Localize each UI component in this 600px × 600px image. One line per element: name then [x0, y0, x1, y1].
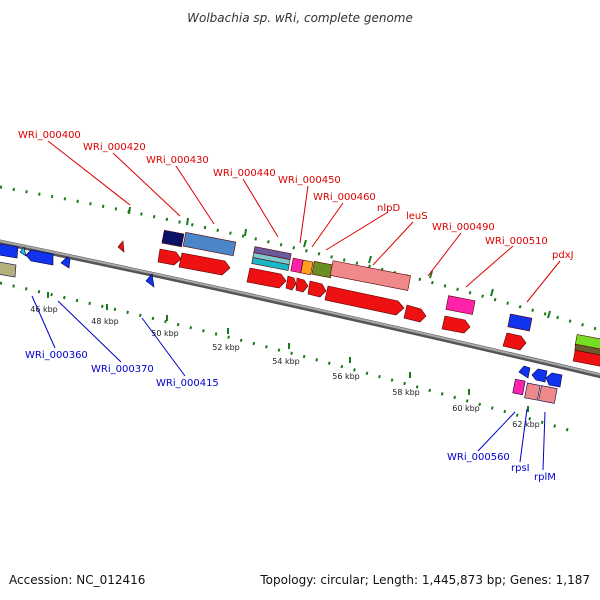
scale-label: 54 kbp [272, 357, 300, 366]
gene-forward [251, 257, 290, 271]
gene-label-leus[interactable]: leuS [406, 211, 428, 222]
gene-label-wri-000450[interactable]: WRi_000450 [278, 175, 341, 186]
gene-forward [285, 275, 297, 291]
reverse-label-connectors [31, 295, 546, 471]
gene-reverse [531, 368, 548, 383]
gene-reverse [60, 256, 71, 269]
gene-label-wri-000440[interactable]: WRi_000440 [213, 168, 276, 179]
gene-forward [403, 304, 427, 323]
gene-reverse [19, 246, 27, 257]
gene-label-wri-000490[interactable]: WRi_000490 [432, 222, 495, 233]
gene-label-rplm[interactable]: rplM [534, 472, 556, 483]
gene-reverse [0, 243, 19, 259]
scale-label: 50 kbp [151, 329, 179, 338]
gene-label-wri-000510[interactable]: WRi_000510 [485, 236, 548, 247]
gene-forward [329, 260, 411, 291]
gene-reverse [25, 249, 54, 266]
forward-gene-labels: WRi_000400 WRi_000420 WRi_000430 WRi_000… [18, 130, 574, 261]
map-title: Wolbachia sp. wRi, complete genome [187, 11, 413, 25]
gene-forward [182, 232, 237, 257]
gene-forward [445, 295, 476, 315]
scale-label: 52 kbp [212, 343, 240, 352]
gene-reverse [145, 273, 155, 288]
scale-label: 60 kbp [452, 404, 480, 413]
outer-major-ticks [128, 206, 551, 319]
scale-label: 56 kbp [332, 372, 360, 381]
scale-label: 46 kbp [30, 305, 58, 314]
gene-label-wri-000360[interactable]: WRi_000360 [25, 350, 88, 361]
gene-label-wri-000420[interactable]: WRi_000420 [83, 142, 146, 153]
reverse-gene-labels: WRi_000360 WRi_000370 WRi_000415 WRi_000… [25, 350, 556, 483]
forward-label-connectors [47, 140, 561, 303]
gene-reverse [538, 385, 558, 404]
gene-forward [117, 240, 125, 253]
gene-label-wri-000560[interactable]: WRi_000560 [447, 452, 510, 463]
scale-labels: 46 kbp 48 kbp 50 kbp 52 kbp 54 kbp 56 kb… [30, 305, 540, 429]
gene-label-rpsi[interactable]: rpsI [511, 463, 530, 474]
gene-reverse [524, 382, 541, 401]
gene-forward [307, 280, 327, 298]
gene-forward [572, 349, 600, 368]
reverse-genes [0, 243, 563, 404]
inner-scale-track [0, 281, 576, 434]
scale-label: 58 kbp [392, 388, 420, 397]
gene-forward [246, 267, 287, 289]
genome-backbone [0, 239, 600, 379]
gene-label-nlpd[interactable]: nlpD [377, 203, 400, 214]
gene-forward [295, 277, 309, 293]
gene-forward [502, 332, 527, 351]
gene-forward [507, 313, 533, 332]
scale-label: 62 kbp [512, 420, 540, 429]
gene-reverse [512, 378, 526, 396]
gene-label-pdxj[interactable]: pdxJ [552, 250, 574, 261]
forward-genes [117, 229, 600, 368]
gene-forward [157, 248, 182, 266]
gene-label-wri-000400[interactable]: WRi_000400 [18, 130, 81, 141]
gene-forward [178, 252, 231, 276]
gene-label-wri-000370[interactable]: WRi_000370 [91, 364, 154, 375]
gene-reverse [545, 372, 563, 388]
gene-forward [161, 229, 185, 248]
gene-reverse [0, 261, 17, 278]
gene-label-wri-000430[interactable]: WRi_000430 [146, 155, 209, 166]
inner-major-ticks [47, 292, 529, 412]
topology-text: Topology: circular; Length: 1,445,873 bp… [260, 573, 590, 587]
gene-label-wri-000415[interactable]: WRi_000415 [156, 378, 219, 389]
gene-forward [311, 261, 334, 279]
gene-reverse [518, 365, 531, 379]
gene-forward [441, 315, 471, 334]
gene-forward [324, 285, 405, 316]
gene-label-wri-000460[interactable]: WRi_000460 [313, 192, 376, 203]
accession-text: Accession: NC_012416 [9, 573, 146, 587]
gene-forward [300, 259, 314, 276]
scale-label: 48 kbp [91, 317, 119, 326]
